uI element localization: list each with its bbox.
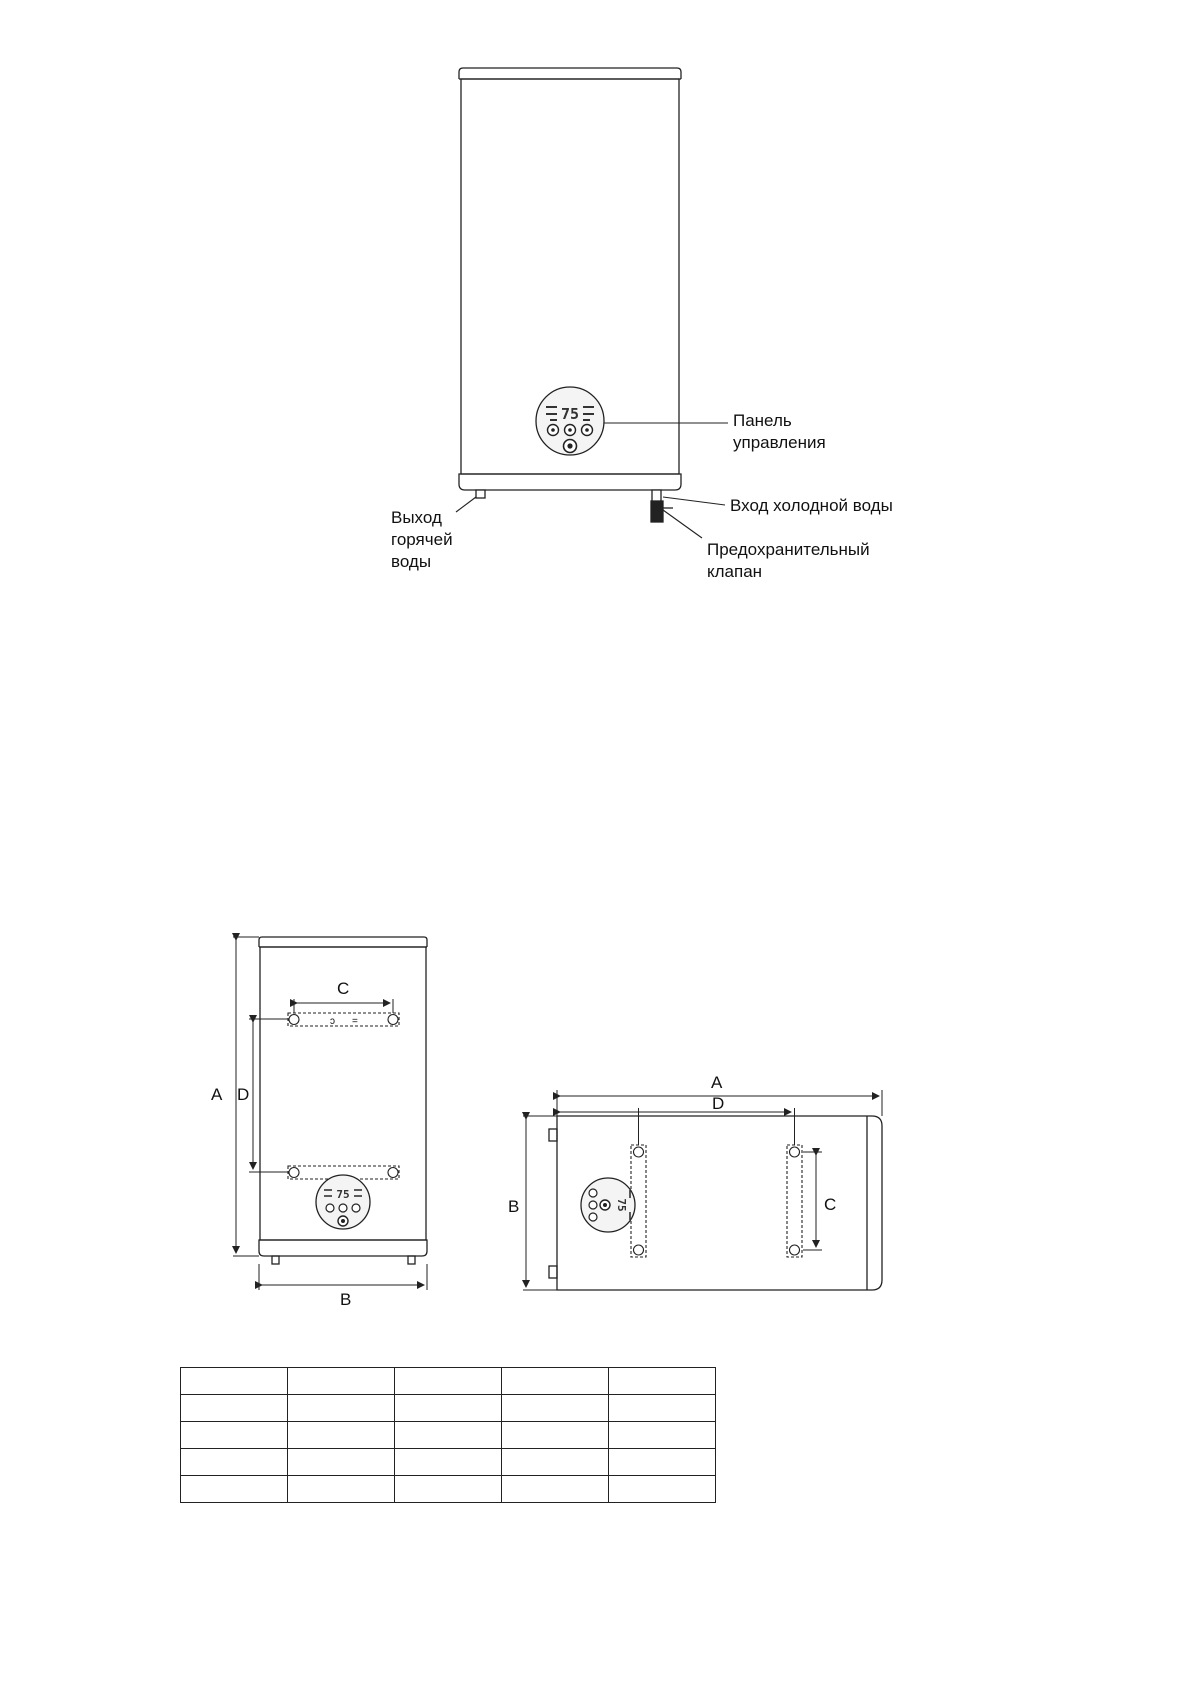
svg-text:Вход холодной воды: Вход холодной воды [730, 496, 893, 515]
svg-text:воды: воды [391, 552, 431, 571]
table-cell [180, 1475, 288, 1503]
heater-body [458, 67, 682, 491]
dim-label-a-horizontal: A [711, 1073, 723, 1092]
dim-label-b: B [340, 1290, 351, 1309]
svg-text:Предохранительный: Предохранительный [707, 540, 870, 559]
vertical-heater-body [258, 936, 428, 1265]
table-cell [287, 1394, 395, 1422]
table-row [180, 1475, 716, 1503]
horizontal-control-panel: 75 [580, 1177, 636, 1233]
dimension-table [180, 1367, 716, 1503]
table-cell [501, 1448, 609, 1476]
dim-label-a: A [211, 1085, 223, 1104]
table-cell [501, 1475, 609, 1503]
horizontal-display-readout: 75 [615, 1198, 628, 1211]
front-view: 75 П [391, 67, 893, 581]
table-cell [180, 1448, 288, 1476]
table-cell [608, 1448, 716, 1476]
svg-text:Панель: Панель [733, 411, 792, 430]
dim-label-c-horizontal: C [824, 1195, 836, 1214]
leader-lines [455, 422, 728, 539]
table-cell [180, 1367, 288, 1395]
svg-text:Выход: Выход [391, 508, 442, 527]
table-cell [287, 1475, 395, 1503]
table-cell [180, 1394, 288, 1422]
dim-label-d: D [237, 1085, 249, 1104]
dim-label-b-horizontal: B [508, 1197, 519, 1216]
table-cell [501, 1367, 609, 1395]
table-cell [394, 1394, 502, 1422]
label-safety-valve: Предохранительный клапан [707, 540, 870, 581]
table-cell [287, 1421, 395, 1449]
table-row [180, 1367, 716, 1395]
table-cell [394, 1448, 502, 1476]
horizontal-bracket-right [786, 1144, 803, 1258]
hot-water-outlet-pipe [475, 489, 486, 499]
table-cell [608, 1394, 716, 1422]
label-hot-water-outlet: Выход горячей воды [391, 508, 453, 571]
control-buttons [546, 423, 594, 454]
table-cell [394, 1475, 502, 1503]
svg-text:ɔ: ɔ [330, 1016, 335, 1027]
dim-label-d-horizontal: D [712, 1094, 724, 1113]
svg-text:=: = [352, 1016, 358, 1027]
table-cell [287, 1367, 395, 1395]
vertical-display-readout: 75 [336, 1188, 349, 1201]
display-readout: 75 [561, 405, 579, 423]
mounting-bracket-top: ɔ = [287, 1012, 400, 1027]
label-cold-water-inlet: Вход холодной воды [730, 496, 893, 515]
table-cell [501, 1394, 609, 1422]
table-row [180, 1394, 716, 1422]
table-cell [394, 1367, 502, 1395]
label-control-panel: Панель управления [733, 411, 826, 452]
table-row [180, 1448, 716, 1476]
svg-text:клапан: клапан [707, 562, 762, 581]
table-cell [608, 1475, 716, 1503]
dim-label-c: C [337, 979, 349, 998]
table-cell [394, 1421, 502, 1449]
horizontal-heater-body [548, 1115, 883, 1291]
table-cell [287, 1448, 395, 1476]
vertical-dimension-view: ɔ = 75 [211, 933, 428, 1309]
vertical-dimension-lines [232, 933, 428, 1290]
table-row [180, 1421, 716, 1449]
table-cell [180, 1421, 288, 1449]
control-panel: 75 [535, 386, 605, 456]
table-cell [608, 1367, 716, 1395]
cold-water-inlet-pipe [650, 489, 673, 523]
horizontal-dimension-view: 75 A D C B [508, 1073, 883, 1291]
svg-text:горячей: горячей [391, 530, 453, 549]
horizontal-dimension-lines [522, 1090, 883, 1291]
svg-text:управления: управления [733, 433, 826, 452]
table-cell [501, 1421, 609, 1449]
vertical-control-panel: 75 [315, 1174, 371, 1230]
table-cell [608, 1421, 716, 1449]
